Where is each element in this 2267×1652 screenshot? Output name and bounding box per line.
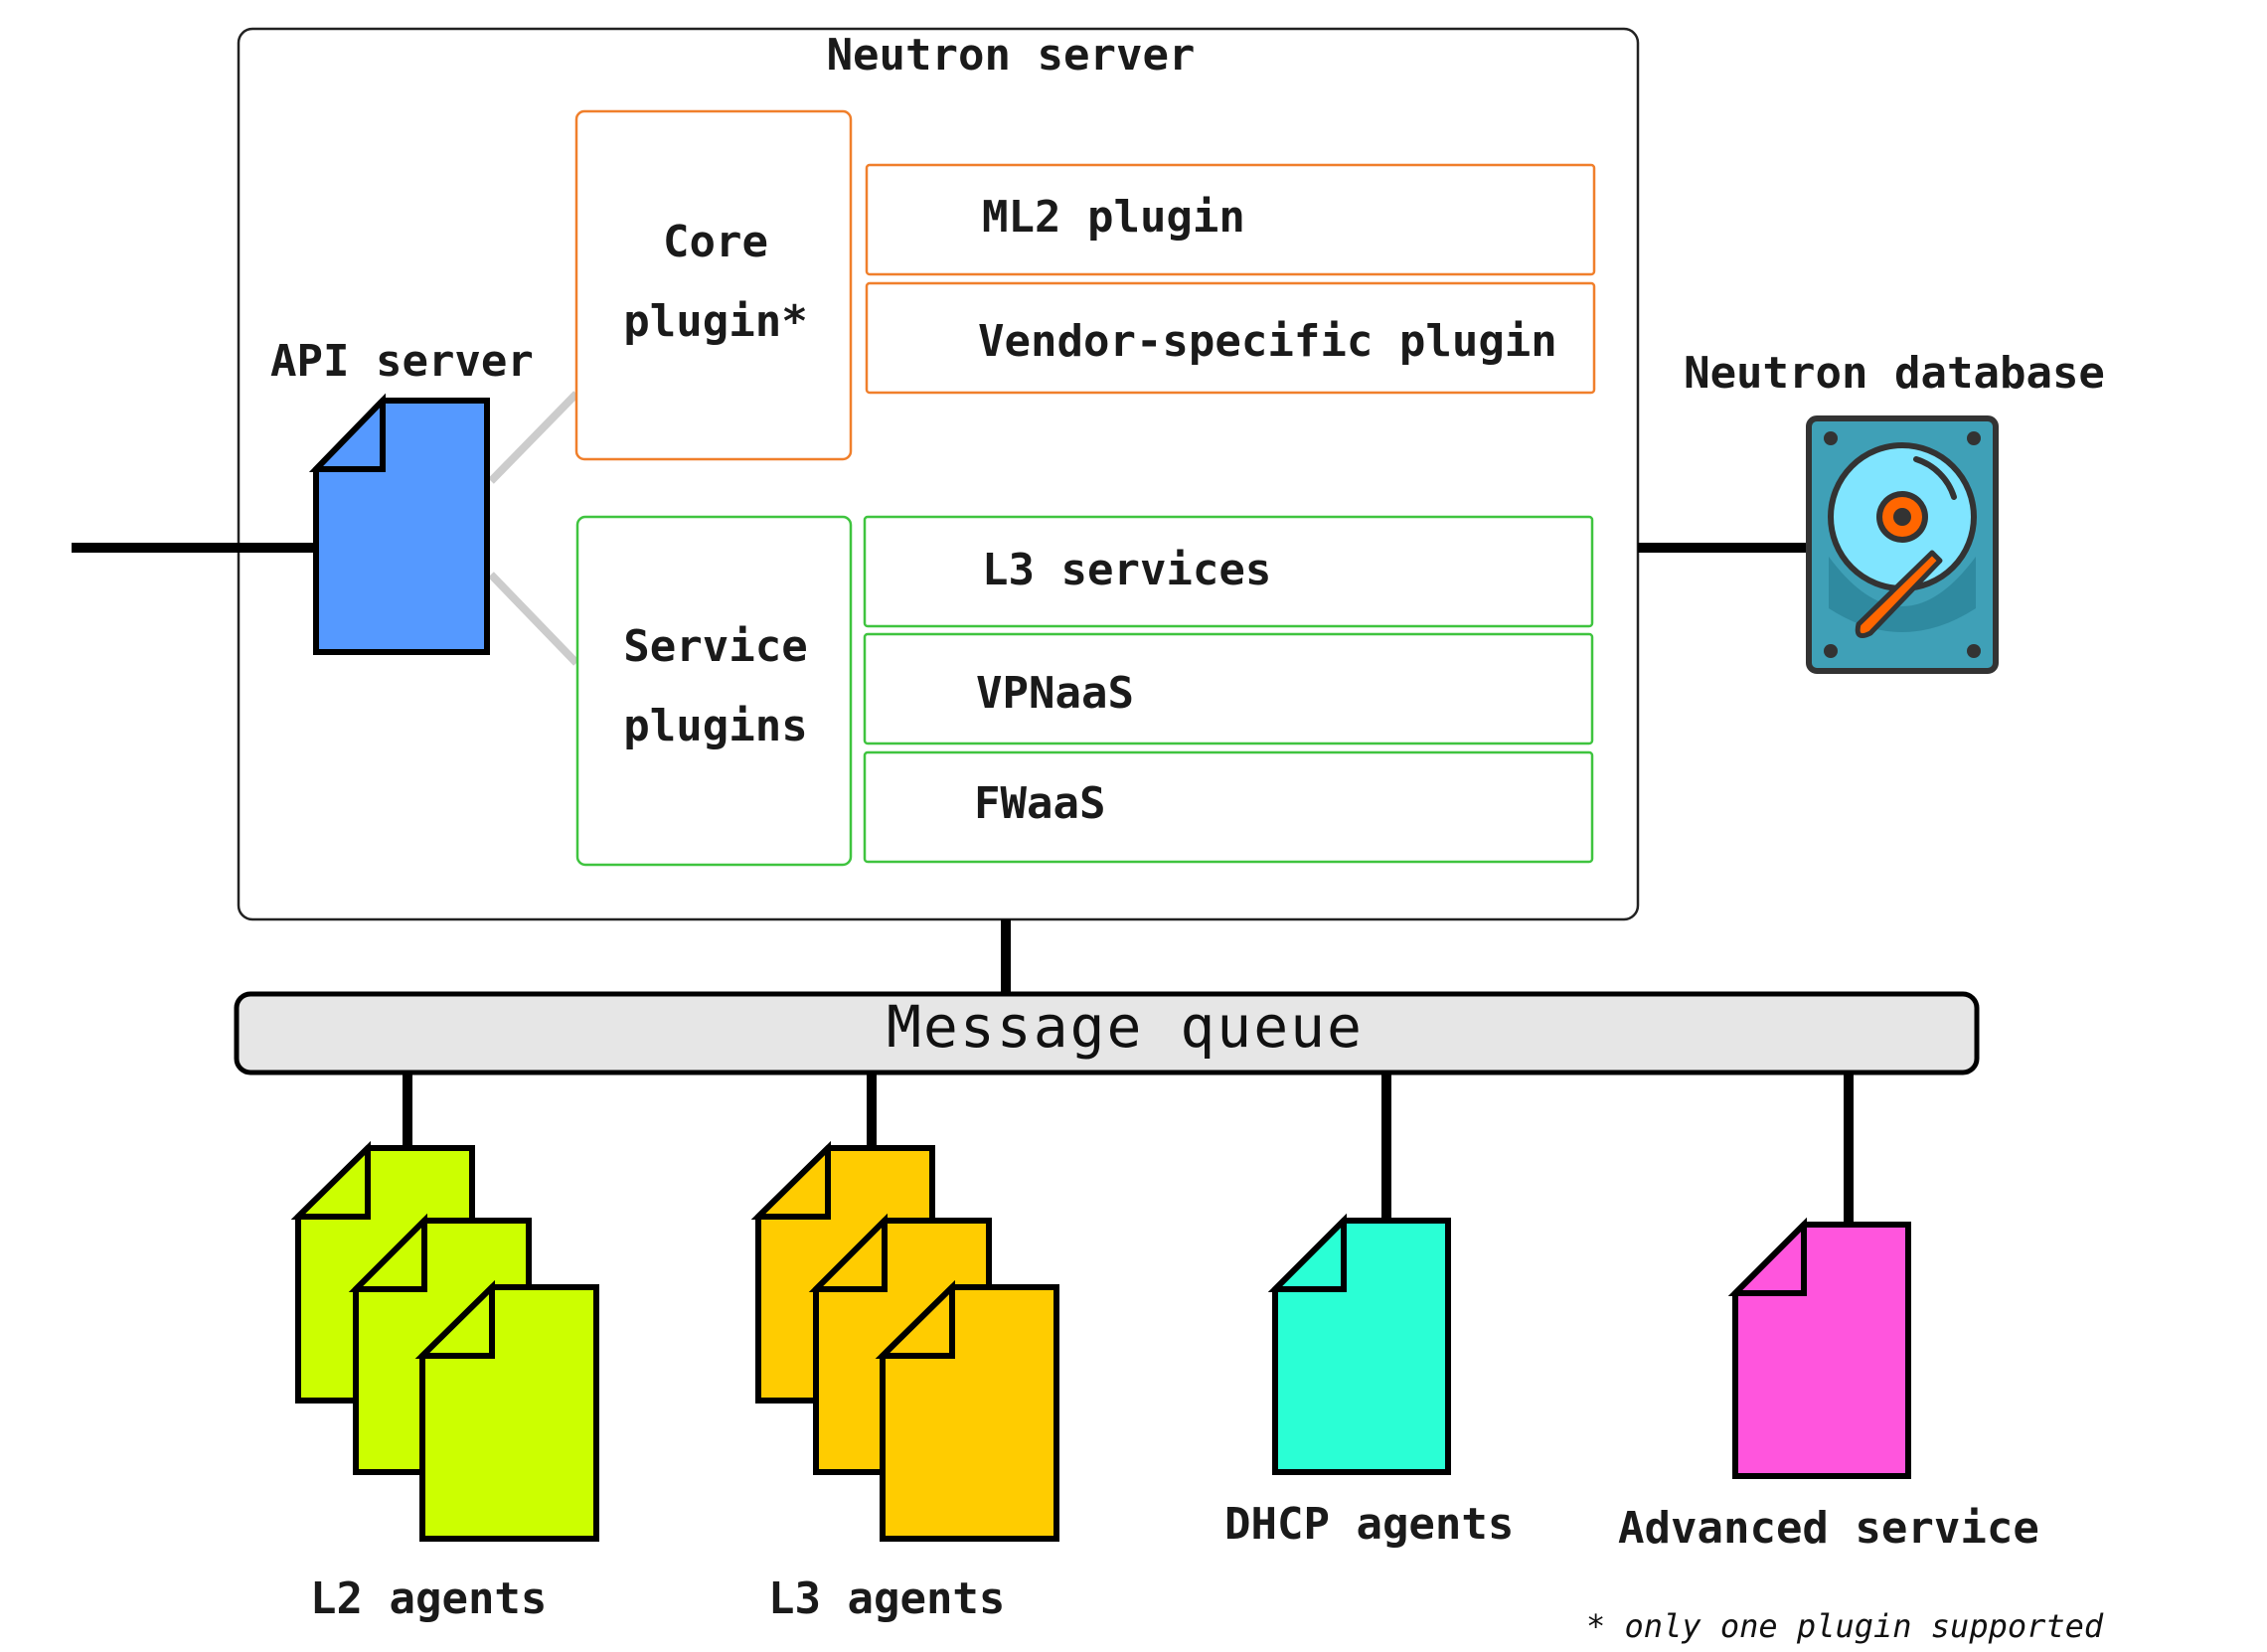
api-server-document-fold — [308, 393, 386, 472]
l2-agents-document-stack-icon — [290, 1140, 599, 1542]
vendor-plugin-label: Vendor-specific plugin — [978, 316, 1557, 367]
l3-services-label: L3 services — [982, 545, 1271, 595]
dhcp-agents-document-icon — [1267, 1213, 1451, 1475]
api-server-label: API server — [270, 336, 534, 387]
l3-agents-document-stack-icon — [750, 1140, 1059, 1542]
vpnaas-box — [863, 632, 1594, 745]
api-to-core-connector — [488, 391, 579, 484]
l2-agents-label: L2 agents — [310, 1573, 547, 1624]
vpnaas-label: VPNaaS — [976, 668, 1134, 719]
l3-services-box — [863, 515, 1594, 628]
advanced-service-label: Advanced service — [1618, 1503, 2039, 1554]
core-plugin-label-line1: Core — [663, 217, 768, 267]
service-plugins-label-line1: Service — [623, 621, 807, 672]
neutron-server-title: Neutron server — [827, 30, 1196, 81]
service-plugins-box — [575, 515, 853, 867]
hard-disk-icon — [1806, 415, 1999, 674]
fwaas-label: FWaaS — [974, 778, 1105, 829]
footnote: * only one plugin supported — [1586, 1607, 2104, 1645]
ml2-plugin-label: ML2 plugin — [982, 192, 1245, 243]
message-queue-bar — [234, 991, 1980, 1075]
dhcp-agents-label: DHCP agents — [1224, 1499, 1514, 1550]
service-plugins-label-line2: plugins — [623, 701, 807, 751]
message-queue-label: Message queue — [887, 993, 1364, 1061]
core-plugin-label-line2: plugin* — [623, 296, 807, 347]
advanced-service-document-icon — [1727, 1217, 1911, 1479]
api-to-service-connector — [488, 572, 579, 666]
l3-agents-label: L3 agents — [768, 1573, 1005, 1624]
core-plugin-box — [574, 109, 853, 461]
neutron-database-label: Neutron database — [1684, 348, 2105, 399]
vendor-plugin-box — [865, 281, 1596, 395]
fwaas-box — [863, 750, 1594, 864]
ml2-plugin-box — [865, 163, 1596, 276]
